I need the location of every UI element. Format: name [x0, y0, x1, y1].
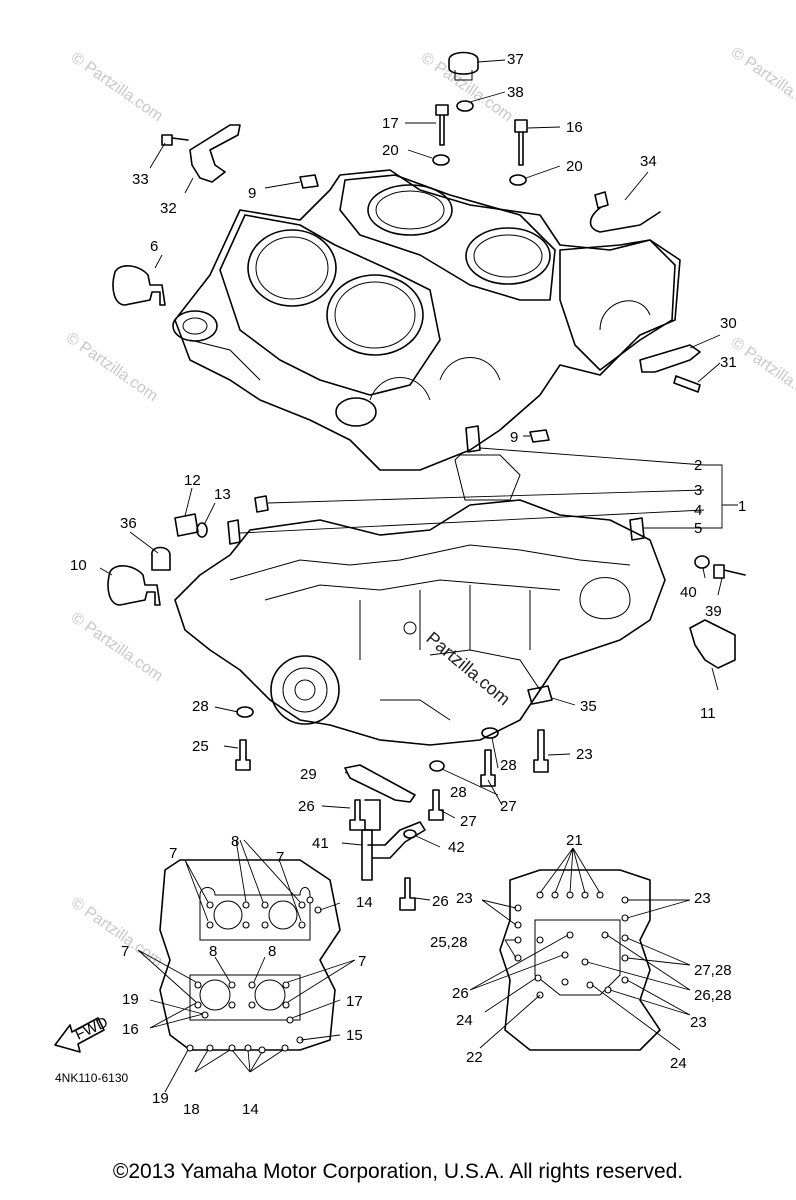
callout-25-28: 25,28 [430, 934, 468, 951]
callout-16: 16 [122, 1021, 139, 1038]
callout-9: 9 [248, 185, 256, 202]
watermark: Partzilla.com [422, 628, 514, 710]
small-parts [107, 51, 746, 911]
callout-19: 19 [122, 991, 139, 1008]
copyright-notice: ©2013 Yamaha Motor Corporation, U.S.A. A… [112, 1160, 684, 1183]
callout-26-28: 26,28 [694, 987, 732, 1004]
callout-14: 14 [242, 1101, 259, 1118]
callout-42: 42 [448, 839, 465, 856]
callout-35: 35 [580, 698, 597, 715]
callout-36: 36 [120, 515, 137, 532]
callout-14: 14 [356, 894, 373, 911]
callout-23: 23 [694, 890, 711, 907]
callout-11: 11 [700, 705, 716, 722]
callout-6: 6 [150, 238, 158, 255]
callout-17: 17 [382, 115, 399, 132]
callout-26: 26 [452, 985, 469, 1002]
leader-lines [99, 59, 738, 901]
callout-labels: 37 38 17 16 20 20 34 33 32 9 6 30 31 9 2… [55, 51, 746, 1118]
callout-39: 39 [705, 603, 722, 620]
callout-13: 13 [214, 486, 231, 503]
upper-bolt-pattern [137, 839, 356, 1093]
callout-28: 28 [450, 784, 467, 801]
callout-28: 28 [500, 757, 517, 774]
watermark: © Partzilla.com [63, 329, 161, 405]
callout-10: 10 [70, 557, 87, 574]
callout-32: 32 [160, 200, 177, 217]
callout-16: 16 [566, 119, 583, 136]
callout-18: 18 [183, 1101, 200, 1118]
callout-34: 34 [640, 153, 657, 170]
callout-8: 8 [231, 833, 239, 850]
callout-25: 25 [192, 738, 209, 755]
callout-8: 8 [209, 943, 217, 960]
callout-40: 40 [680, 584, 697, 601]
callout-20: 20 [566, 158, 583, 175]
callout-24: 24 [670, 1055, 687, 1072]
callout-22: 22 [466, 1049, 483, 1066]
callout-8: 8 [268, 943, 276, 960]
callout-41: 41 [312, 835, 329, 852]
fwd-label: FWD [73, 1014, 111, 1044]
callout-23: 23 [690, 1014, 707, 1031]
upper-crankcase [172, 169, 681, 501]
bolt-holes [514, 891, 629, 999]
drawing-code: 4NK110-6130 [55, 1071, 128, 1085]
callout-23: 23 [456, 890, 473, 907]
callout-7: 7 [169, 845, 177, 862]
callout-27-28: 27,28 [694, 962, 732, 979]
callout-17: 17 [346, 993, 363, 1010]
callout-23: 23 [576, 746, 593, 763]
callout-20: 20 [382, 142, 399, 159]
callout-4: 4 [694, 502, 702, 519]
callout-5: 5 [694, 520, 702, 537]
callout-38: 38 [507, 84, 524, 101]
callout-29: 29 [300, 766, 317, 783]
callout-27: 27 [460, 813, 477, 830]
watermark: © Partzilla.com [728, 334, 796, 410]
callout-19: 19 [152, 1090, 169, 1107]
callout-7: 7 [276, 849, 284, 866]
forward-arrow-icon: FWD [54, 1014, 111, 1053]
callout-26: 26 [432, 893, 449, 910]
callout-3: 3 [694, 482, 702, 499]
callout-1: 1 [738, 498, 746, 515]
callout-26: 26 [298, 798, 315, 815]
callout-12: 12 [184, 472, 201, 489]
callout-27: 27 [500, 798, 517, 815]
watermark: © Partzilla.com [68, 49, 166, 125]
callout-24: 24 [456, 1012, 473, 1029]
watermark: © Partzilla.com [68, 894, 166, 970]
callout-7: 7 [121, 943, 129, 960]
lower-bolt-pattern [469, 847, 691, 1051]
callout-37: 37 [507, 51, 524, 68]
callout-31: 31 [720, 354, 737, 371]
callout-2: 2 [694, 457, 702, 474]
watermarks: © Partzilla.com © Partzilla.com © Partzi… [63, 44, 796, 970]
callout-21: 21 [566, 832, 583, 849]
callout-30: 30 [720, 315, 737, 332]
callout-9: 9 [510, 429, 518, 446]
watermark: © Partzilla.com [68, 609, 166, 685]
callout-15: 15 [346, 1027, 363, 1044]
callout-28: 28 [192, 698, 209, 715]
bolt-holes [186, 896, 322, 1054]
callout-33: 33 [132, 171, 149, 188]
callout-7: 7 [358, 953, 366, 970]
watermark: © Partzilla.com [728, 44, 796, 120]
